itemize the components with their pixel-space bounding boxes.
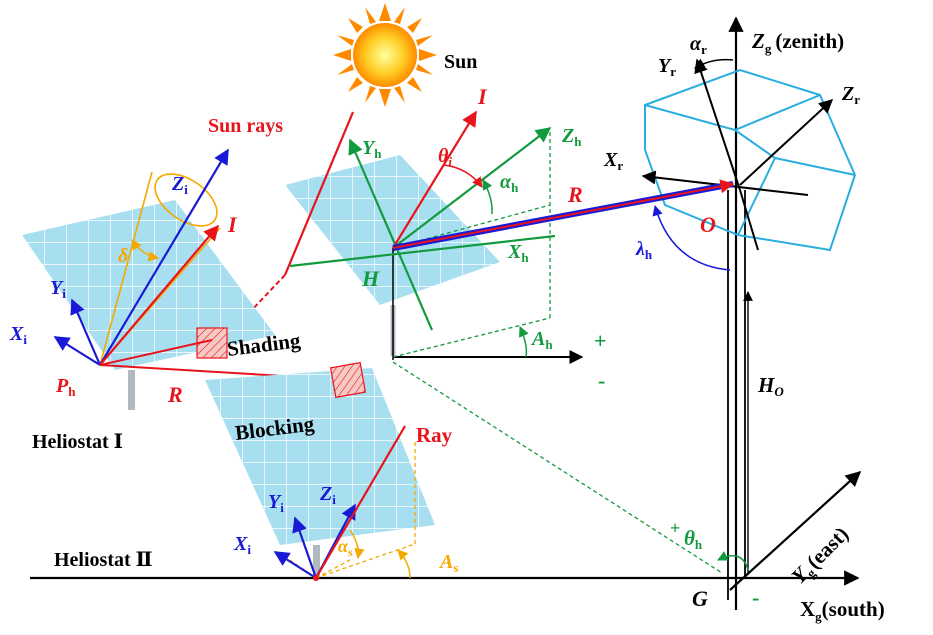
reflected-ray-r-red	[392, 179, 735, 249]
label-Z-h: Zh	[561, 125, 582, 149]
heliostat-2-post	[313, 545, 320, 577]
label-theta-h-plus: +	[670, 518, 680, 538]
heliostat-2-ray	[315, 425, 406, 579]
alpha-s-arc	[349, 529, 365, 560]
label-Y-r: Yr	[658, 55, 676, 79]
heliostat-1-post	[128, 370, 135, 410]
label-Y-i-2: Yi	[268, 491, 284, 515]
label-theta-i: θi	[438, 145, 452, 169]
sun-icon	[333, 3, 437, 107]
theta-h-arc	[717, 551, 749, 571]
label-plus-h: +	[594, 328, 607, 353]
label-sun: Sun	[444, 51, 477, 73]
alpha-h-arc	[482, 179, 493, 215]
label-heliostat-2: Heliostat Ⅱ	[54, 549, 153, 571]
heliostat-h-incident-i	[392, 110, 477, 249]
delta-arc	[131, 239, 160, 262]
label-R-main: R	[567, 182, 583, 207]
receiver-axis-zr	[739, 99, 834, 186]
label-alpha-s: αs	[338, 536, 353, 559]
label-R-left: R	[167, 382, 183, 407]
east-axis	[729, 470, 862, 591]
label-X-r: Xr	[603, 149, 623, 173]
label-minus-h: -	[598, 368, 605, 393]
theta-i-arc	[443, 164, 483, 188]
label-H: H	[361, 266, 380, 291]
label-alpha-h: αh	[500, 171, 519, 195]
a-h-arc	[519, 326, 529, 358]
label-sun-rays: Sun rays	[208, 115, 283, 137]
label-theta-h: θh	[684, 526, 703, 552]
blocking-patch	[329, 361, 367, 399]
heliostat-1-to-shading	[99, 339, 213, 366]
heliostat-h-guides	[392, 130, 723, 574]
label-A-h: Ah	[530, 328, 553, 352]
heliostat-1-incident-i	[99, 224, 219, 366]
label-X-h: Xh	[507, 241, 529, 265]
sun-ray-solid	[283, 111, 355, 276]
label-X-i-1: Xi	[9, 323, 27, 347]
heliostat-h-axis-yh	[348, 138, 434, 331]
heliostat-1-axis-xi	[53, 336, 101, 366]
a-s-arc	[397, 549, 411, 579]
label-O: O	[700, 212, 716, 237]
label-I-top: I	[477, 84, 488, 109]
heliostat-2-axis-yi	[292, 516, 318, 579]
heliostat-h-axis-xh-line	[289, 234, 556, 268]
heliostat-1-axis-zi	[99, 148, 229, 366]
label-H-O: HO	[757, 373, 784, 399]
cone-delta-top	[154, 173, 218, 227]
label-X-g-south: Xg(south)	[800, 597, 885, 624]
receiver-cube	[644, 68, 857, 252]
heliostat-2-mirror	[205, 368, 435, 545]
label-A-s: As	[438, 551, 458, 575]
label-G: G	[692, 586, 708, 611]
lambda-h-arc	[652, 204, 731, 271]
label-delta: δ	[118, 245, 128, 267]
label-Z-i-1: Zi	[171, 173, 188, 197]
label-Y-i-1: Yi	[50, 277, 66, 301]
heliostat-2-axis-xi	[273, 551, 317, 579]
heliostat-2-origin	[313, 575, 319, 581]
heliostat-h-axis-zh	[392, 127, 552, 249]
label-minus-g: -	[752, 585, 759, 610]
receiver-axis-yr	[694, 58, 741, 191]
label-Z-i-2: Zi	[319, 483, 336, 507]
label-ray: Ray	[416, 423, 453, 447]
label-Z-g: Zg(zenith)	[751, 29, 844, 56]
label-X-i-2: Xi	[233, 533, 251, 557]
heliostat-1-axis-yi	[70, 298, 102, 366]
label-lambda-h: λh	[635, 238, 653, 262]
label-Z-r: Zr	[841, 83, 860, 107]
label-I-left: I	[227, 212, 238, 237]
receiver-axis-yr-back	[739, 189, 759, 251]
heliostat-h-mirror	[285, 155, 500, 305]
label-heliostat-1: Heliostat Ⅰ	[32, 431, 123, 453]
label-Y-h: Yh	[362, 137, 382, 161]
label-Y-g-east: Yg(east)	[787, 522, 855, 590]
label-P-h: Ph	[55, 375, 76, 399]
alpha-r-arc	[694, 58, 734, 69]
label-alpha-r: αr	[690, 33, 707, 57]
